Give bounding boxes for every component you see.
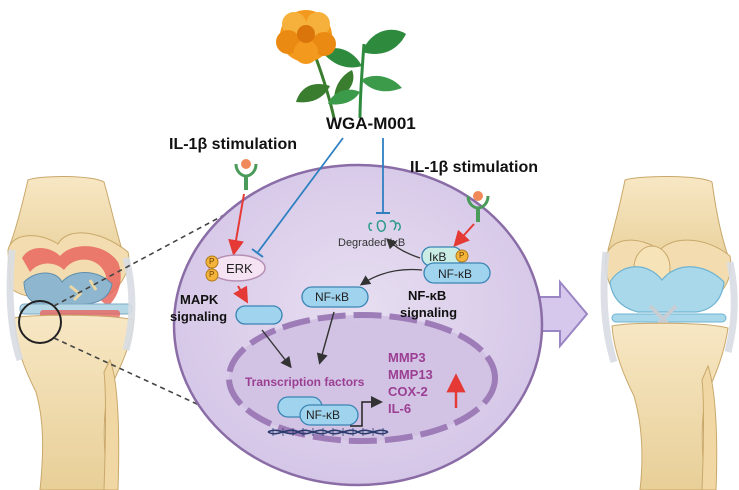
nucleus-title: Transcription factors — [245, 375, 365, 389]
phospho-ikb-label: P — [459, 251, 465, 260]
stimulus-label-left: IL-1β stimulation — [169, 136, 297, 153]
receptor-right — [466, 191, 490, 222]
erk-protein — [208, 254, 266, 282]
nfkb-complex-label: NF-κB — [438, 267, 472, 281]
dna-helix — [267, 428, 389, 436]
receptor-left — [234, 159, 258, 190]
dna-bound-nfkb-protein — [299, 404, 359, 426]
transcription-arrow — [350, 396, 383, 427]
compound-label: WGA-M001 — [326, 114, 416, 133]
mapk-effector — [235, 305, 283, 325]
degraded-ikb-fragments — [368, 219, 401, 233]
ikb-degradation-arrow — [386, 238, 421, 259]
free-nfkb-protein — [301, 286, 369, 308]
nfkb-pathway-label-1: NF-κB — [408, 288, 447, 303]
stimulus-label-right: IL-1β stimulation — [410, 159, 538, 176]
zoom-circle — [18, 300, 62, 344]
phospho-erk-2 — [205, 268, 219, 282]
free-nfkb-label: NF-κB — [315, 290, 349, 304]
zoom-line-top — [53, 213, 227, 307]
nfkb-complex-protein — [423, 262, 491, 284]
gene-item: COX-2 — [388, 384, 428, 399]
ikb-label: IκB — [429, 250, 447, 264]
nfkb-pathway-label-2: signaling — [400, 305, 458, 320]
mapk-pathway-label-1: MAPK — [180, 292, 219, 307]
phospho-erk-1-label: P — [209, 257, 215, 266]
nfkb-activation-arrow — [453, 223, 475, 247]
plant-illustration — [276, 10, 406, 119]
mapk-to-nucleus-arrow — [261, 329, 292, 369]
healthy-knee — [600, 176, 738, 490]
erk-activation-arrow — [233, 285, 248, 304]
zoom-line-bottom — [53, 337, 237, 423]
mapk-pathway-label-2: signaling — [170, 309, 228, 324]
phospho-erk-1 — [205, 255, 219, 269]
outcome-arrow — [539, 279, 589, 349]
phospho-erk-2-label: P — [209, 270, 215, 279]
diseased-knee — [6, 175, 136, 490]
nfkb-to-nucleus-arrow — [316, 311, 335, 365]
mapk-activation-arrow — [228, 193, 245, 256]
gene-list: MMP3 MMP13 COX-2 IL-6 — [388, 349, 448, 417]
gene-item: MMP13 — [388, 367, 433, 382]
erk-label: ERK — [226, 261, 253, 276]
gene-item: IL-6 — [388, 401, 412, 416]
nfkb-release-arrow — [359, 268, 423, 286]
gene-item: MMP3 — [388, 350, 426, 365]
inhibition-erk — [257, 137, 344, 253]
phospho-ikb — [455, 249, 469, 263]
dna-bound-nfkb-label: NF-κB — [306, 408, 340, 422]
degraded-ikb-label: Degraded IκB — [338, 237, 406, 249]
